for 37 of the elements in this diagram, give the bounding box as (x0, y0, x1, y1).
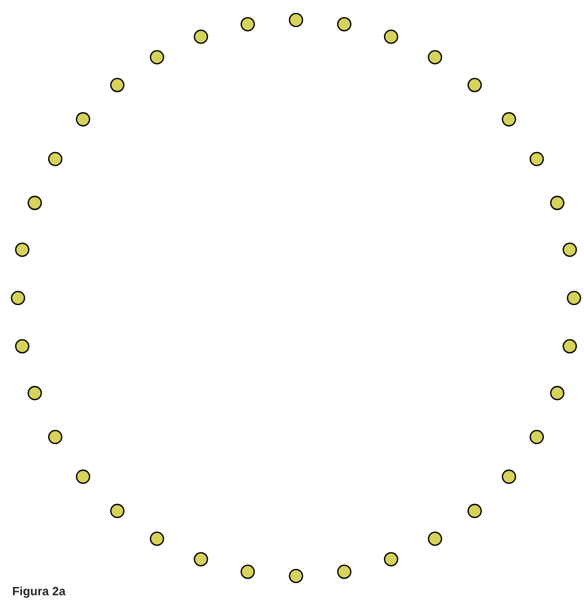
dot (28, 386, 42, 400)
dot (337, 17, 352, 32)
dot (194, 30, 208, 44)
dot (550, 196, 564, 210)
dot (384, 552, 398, 566)
dot (76, 112, 90, 126)
dot (530, 152, 544, 166)
dot (468, 504, 482, 518)
dot (288, 12, 304, 28)
dot (15, 242, 30, 257)
dot (288, 568, 304, 584)
dot (10, 290, 26, 306)
dot (502, 470, 516, 484)
dot (468, 78, 482, 92)
dot (150, 532, 164, 546)
figure-caption: Figura 2a (13, 586, 66, 598)
dot (48, 430, 62, 444)
dot (48, 152, 62, 166)
dot (76, 470, 90, 484)
dot (240, 564, 255, 579)
dot (428, 50, 442, 64)
dot (150, 50, 164, 64)
dot (428, 532, 442, 546)
dot (502, 112, 516, 126)
dot (28, 196, 42, 210)
dot (384, 30, 398, 44)
dot (562, 242, 577, 257)
dot (110, 504, 124, 518)
dot (566, 290, 582, 306)
dot (110, 78, 124, 92)
dot (240, 17, 255, 32)
dot (530, 430, 544, 444)
dot (562, 339, 577, 354)
dot (550, 386, 564, 400)
dot (337, 564, 352, 579)
dot (15, 339, 30, 354)
dot (194, 552, 208, 566)
